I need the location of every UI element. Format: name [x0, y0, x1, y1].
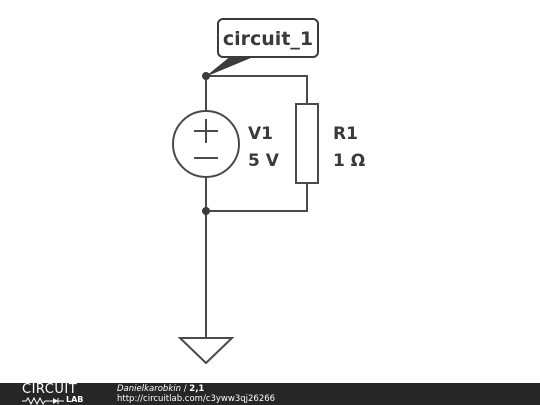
circuit-name-label: circuit_1: [223, 28, 313, 50]
ground-icon[interactable]: [177, 337, 235, 365]
circuitlab-logo[interactable]: CIRCUIT LAB: [22, 383, 102, 405]
author-name[interactable]: Danielkarobkin: [117, 384, 181, 394]
junction-dot-icon: [202, 207, 210, 215]
logo-text-top: CIRCUIT: [22, 382, 78, 397]
source-value-label: 5 V: [248, 151, 280, 171]
footer-bar: CIRCUIT LAB Danielkarobkin / 2,1 http://…: [0, 383, 540, 405]
logo-resistor-icon: [22, 396, 64, 405]
footer-info: Danielkarobkin / 2,1 http://circuitlab.c…: [117, 384, 275, 404]
wires: [205, 75, 308, 339]
source-name-label: V1: [248, 124, 273, 144]
resistor-icon[interactable]: [295, 103, 319, 184]
callout-pointer: [205, 55, 258, 77]
circuit-schematic: circuit_1 V1 5 V R1 1 Ω: [172, 18, 365, 365]
footer-separator: /: [181, 384, 190, 394]
resistor-name-label: R1: [333, 124, 358, 144]
resistor-value-label: 1 Ω: [333, 151, 365, 171]
junction-dot-icon: [202, 72, 210, 80]
circuit-url[interactable]: http://circuitlab.com/c3yww3qj26266: [117, 394, 276, 404]
circuit-title[interactable]: 2,1: [189, 384, 205, 394]
callout-box[interactable]: circuit_1: [217, 18, 319, 58]
logo-text-bottom: LAB: [66, 395, 84, 404]
voltage-source-icon[interactable]: [172, 110, 240, 178]
